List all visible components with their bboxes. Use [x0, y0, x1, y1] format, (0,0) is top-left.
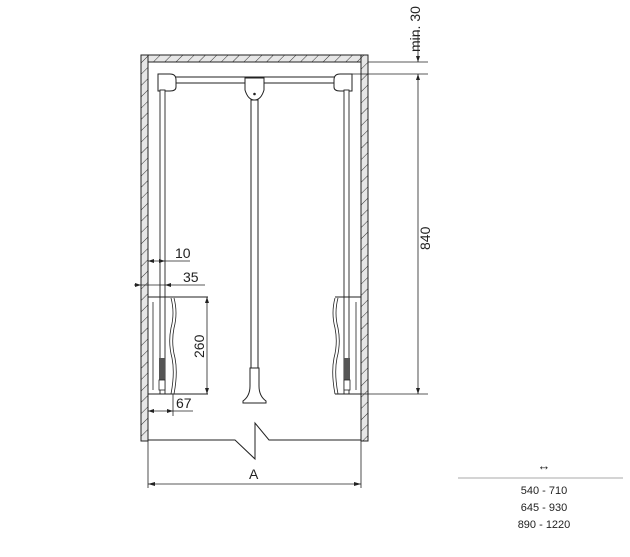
hanging-rail: [157, 73, 353, 404]
dim-260: 260: [191, 334, 207, 358]
width-table: ↔ 540 - 710 645 - 930 890 - 1220: [458, 458, 623, 531]
table-row: 645 - 930: [521, 502, 567, 514]
left-right-arrow-icon: ↔: [538, 458, 551, 473]
break-line: [148, 421, 361, 461]
dim-67: 67: [176, 395, 192, 411]
dim-min-30: min. 30: [407, 6, 423, 52]
dim-840: 840: [417, 226, 433, 250]
dimension-lines: [134, 30, 428, 488]
center-hub: [244, 77, 265, 101]
table-row: 540 - 710: [521, 485, 567, 497]
dim-35: 35: [183, 269, 199, 285]
pull-pole: [250, 99, 259, 369]
left-arm-mechanism: [148, 296, 208, 395]
pole-handle: [242, 367, 267, 404]
cabinet: [140, 54, 369, 461]
dim-10: 10: [175, 245, 191, 261]
dim-a: A: [249, 466, 259, 482]
table-row: 890 - 1220: [518, 519, 571, 531]
right-arm-mechanism: [332, 296, 361, 395]
